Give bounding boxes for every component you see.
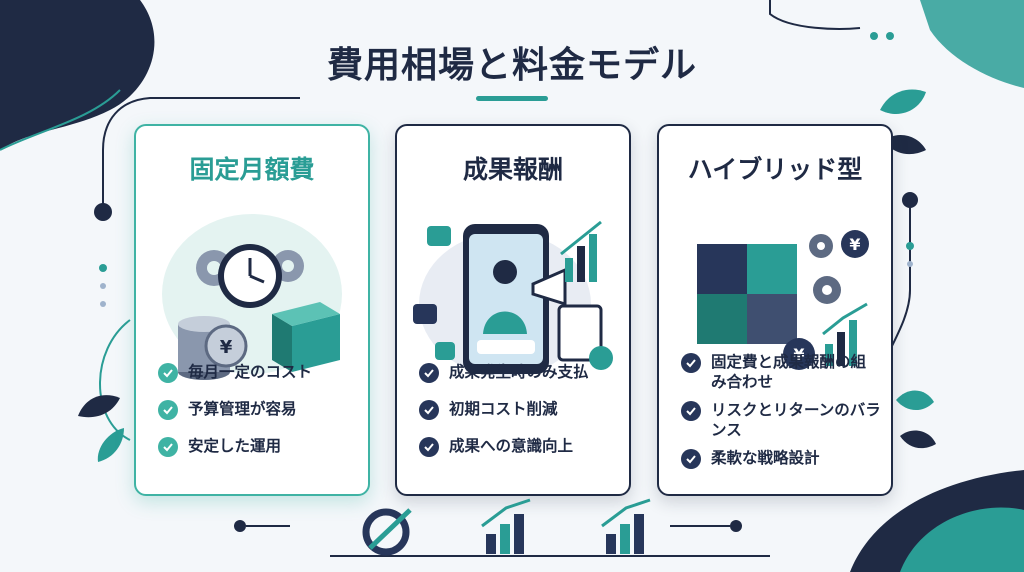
list-item: リスクとリターンのバランス — [681, 400, 881, 440]
check-icon — [419, 400, 439, 420]
item-text: リスクとリターンのバランス — [711, 401, 881, 439]
puzzle-icon — [697, 244, 797, 344]
check-icon — [681, 449, 701, 469]
list-item: 初期コスト削減 — [419, 399, 619, 420]
page-title: 費用相場と料金モデル — [326, 45, 697, 86]
card-fixed-monthly: 固定月額費 ¥ 毎月一定のコスト — [134, 124, 370, 496]
bar-chart-icon — [560, 220, 602, 282]
check-icon — [419, 363, 439, 383]
list-item: 成果への意識向上 — [419, 436, 619, 457]
smartphone-icon — [463, 224, 549, 374]
card-items: 固定費と成果報酬の組み合わせ リスクとリターンのバランス 柔軟な戦略設計 — [681, 352, 881, 477]
heart-icon — [427, 226, 451, 246]
check-icon — [681, 401, 701, 421]
bar-chart-icon — [481, 498, 531, 554]
like-icon — [413, 304, 437, 324]
gear-icon — [809, 234, 841, 304]
item-text: 予算管理が容易 — [188, 400, 297, 418]
list-item: 成果発生時のみ支払 — [419, 362, 619, 383]
item-text: 成果発生時のみ支払 — [449, 363, 589, 381]
item-text: 初期コスト削減 — [449, 400, 558, 418]
yen-coin-icon: ¥ ¥ — [783, 230, 869, 370]
heart-icon — [435, 342, 455, 360]
item-text: 毎月一定のコスト — [188, 363, 313, 381]
svg-text:¥: ¥ — [793, 345, 804, 364]
svg-text:¥: ¥ — [849, 235, 860, 254]
card-items: 毎月一定のコスト 予算管理が容易 安定した運用 — [158, 362, 358, 473]
card-hybrid: ハイブリッド型 ¥ ¥ 固定費と成果報酬の組み合わせ — [657, 124, 893, 496]
target-growth-icon — [362, 508, 412, 556]
item-text: 成果への意識向上 — [449, 437, 574, 455]
check-icon — [419, 437, 439, 457]
list-item: 柔軟な戦略設計 — [681, 448, 881, 469]
item-text: 柔軟な戦略設計 — [711, 449, 820, 467]
check-icon — [158, 400, 178, 420]
clock-icon — [218, 244, 282, 308]
list-item: 安定した運用 — [158, 436, 358, 457]
list-item: 固定費と成果報酬の組み合わせ — [681, 352, 881, 392]
fixed-monthly-illustration: ¥ — [162, 214, 342, 380]
card-title: 成果報酬 — [462, 155, 563, 184]
svg-text:¥: ¥ — [220, 337, 233, 358]
item-text: 固定費と成果報酬の組み合わせ — [711, 353, 867, 391]
card-performance-fee: 成果報酬 成果発生時のみ支払 — [395, 124, 631, 496]
item-text: 安定した運用 — [188, 437, 282, 455]
card-title: 固定月額費 — [189, 155, 315, 184]
box-icon — [272, 302, 340, 372]
megaphone-icon — [531, 267, 567, 307]
bar-chart-icon — [822, 302, 868, 366]
check-icon — [681, 353, 701, 373]
card-title: ハイブリッド型 — [687, 155, 863, 184]
check-icon — [158, 437, 178, 457]
check-icon — [158, 363, 178, 383]
bottom-decoration — [234, 498, 770, 557]
performance-fee-illustration — [413, 220, 613, 376]
checklist-icon — [557, 304, 613, 370]
hybrid-illustration: ¥ ¥ — [697, 230, 869, 370]
bar-chart-icon — [601, 498, 651, 554]
title-underline — [476, 96, 548, 101]
card-items: 成果発生時のみ支払 初期コスト削減 成果への意識向上 — [419, 362, 619, 473]
list-item: 予算管理が容易 — [158, 399, 358, 420]
yen-coin-stack-icon: ¥ — [178, 316, 248, 380]
list-item: 毎月一定のコスト — [158, 362, 358, 383]
